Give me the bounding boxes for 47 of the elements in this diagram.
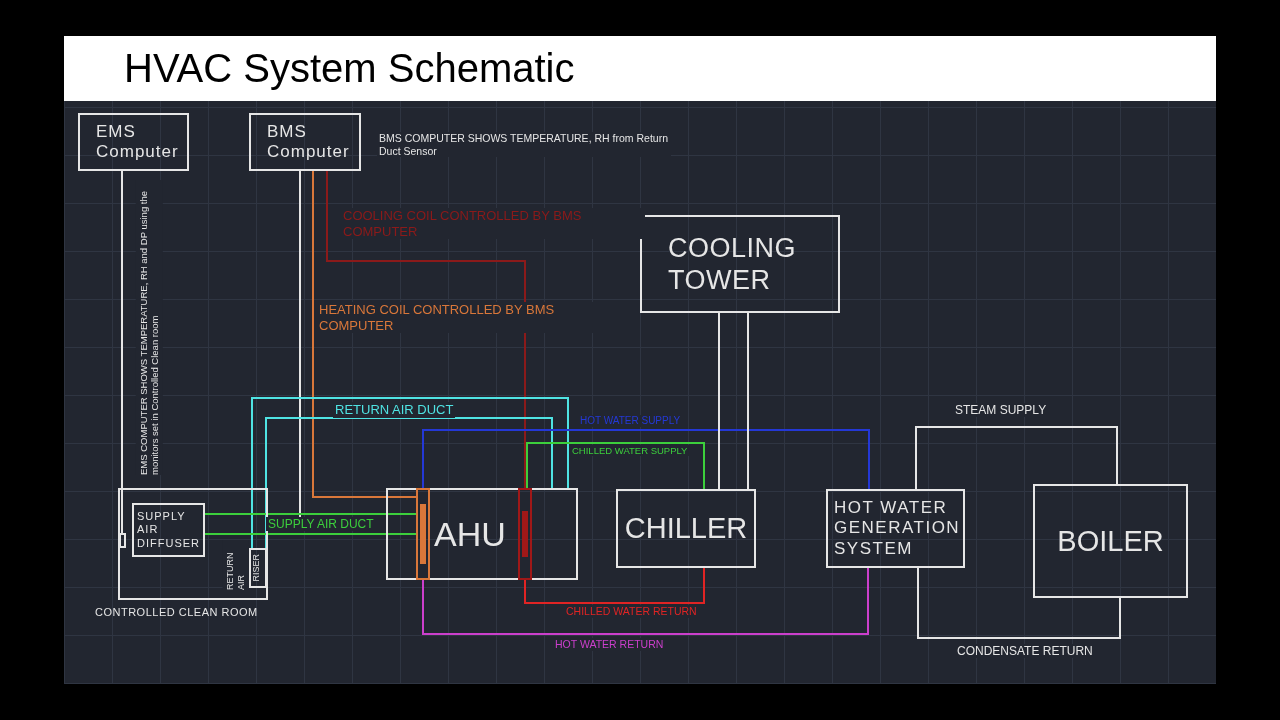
box-label: CHILLER [624, 511, 748, 546]
box-label: BMS Computer [266, 121, 351, 163]
pipe-line [204, 513, 417, 535]
pipe-line [915, 426, 1118, 490]
pipe-line [251, 397, 569, 549]
chiller-box [616, 489, 756, 568]
pipe-line [422, 429, 870, 490]
edge-label: STEAM SUPPLY [953, 403, 1049, 418]
computer-box [249, 113, 361, 171]
box-label: BOILER [1057, 523, 1164, 559]
edge-label: SUPPLY AIR DUCT [266, 517, 376, 532]
pipe-line [121, 170, 123, 534]
coil-bar [416, 488, 430, 580]
hot-water-generator-box [826, 489, 965, 568]
room-label: CONTROLLED CLEAN ROOM [95, 606, 258, 620]
box-label: COOLING TOWER [667, 231, 798, 297]
riser-box [249, 548, 267, 588]
note-text: BMS COMPUTER SHOWS TEMPERATURE, RH from Return Duct Sensor [377, 132, 671, 158]
pipe-line [526, 442, 705, 490]
edge-label: CONDENSATE RETURN [955, 644, 1095, 659]
pipe-line [312, 170, 417, 498]
connector-line [718, 312, 749, 490]
edge-label: CHILLED WATER RETURN [564, 605, 699, 618]
pipe-line [422, 567, 869, 635]
pipe-line [917, 567, 1121, 639]
box-label: SUPPLY AIR DIFFUSER [136, 510, 199, 550]
box-label: EMS Computer [95, 121, 180, 163]
coil-bar [518, 488, 532, 580]
pipe-line [326, 170, 526, 489]
sensor-box [119, 533, 126, 548]
pipe-line [524, 567, 705, 604]
edge-label: CHILLED WATER SUPPLY [570, 445, 690, 457]
edge-label: EMS COMPUTER SHOWS TEMPERATURE, RH and DP using the monitors set in Controlled Clean room [136, 180, 163, 475]
air-handling-unit-box [386, 488, 578, 580]
boiler-box [1033, 484, 1188, 598]
box-label: AHU [433, 513, 506, 555]
box-label: HOT WATER GENERATION SYSTEM [833, 497, 962, 560]
connector-line [299, 170, 301, 519]
diffuser-box [132, 503, 205, 557]
cooling-tower-box [640, 215, 840, 313]
edge-label: COOLING COIL CONTROLLED BY BMS COMPUTER [341, 208, 645, 240]
edge-label: RETURN AIR DUCT [333, 402, 456, 418]
title: HVAC System Schematic [124, 45, 575, 92]
computer-box [78, 113, 189, 171]
edge-label: HOT WATER RETURN [553, 638, 666, 651]
edge-label: HOT WATER SUPPLY [578, 415, 683, 427]
box-label: RISER [251, 554, 262, 582]
